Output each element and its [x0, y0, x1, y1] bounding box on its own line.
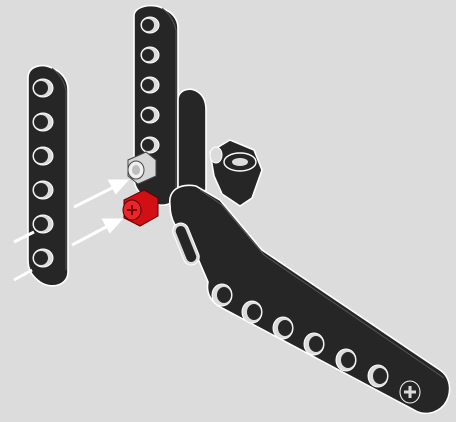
beam-hole: [141, 77, 159, 93]
arrow: [14, 270, 32, 280]
arrow: [74, 181, 126, 207]
liftarm-hole: [212, 284, 232, 306]
beam-hole: [141, 137, 159, 153]
axle-hole: [400, 381, 420, 403]
beam-hole: [33, 215, 53, 233]
beam-hole: [33, 147, 53, 165]
beam-hole: [33, 79, 53, 97]
connector: [210, 140, 262, 206]
beam-hole: [33, 181, 53, 199]
beam-hole: [141, 107, 159, 123]
liftarm-hole: [368, 365, 388, 387]
arrow: [72, 220, 120, 245]
beam-hole: [141, 47, 159, 63]
red-pin: [123, 190, 158, 226]
liftarm-hole: [336, 349, 356, 371]
beam-hole: [33, 249, 53, 267]
beam-hole: [33, 113, 53, 131]
liftarm-hole: [242, 301, 262, 323]
bent-liftarm: [170, 89, 450, 413]
liftarm-hole: [304, 333, 324, 355]
liftarm-hole: [273, 317, 293, 339]
straight-beam-left: [28, 66, 68, 286]
beam-hole: [141, 17, 159, 33]
